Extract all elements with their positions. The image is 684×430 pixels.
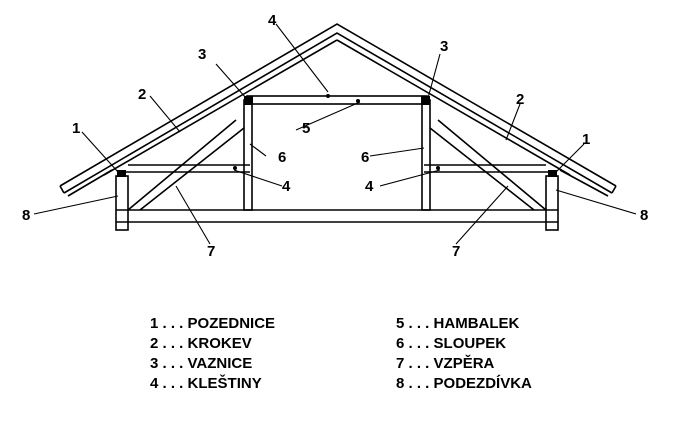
legend-dots: . . . — [158, 335, 188, 352]
legend-item: 8 . . . PODEZDÍVKA — [396, 374, 532, 394]
legend-item: 7 . . . VZPĚRA — [396, 354, 532, 374]
legend-name: KROKEV — [187, 335, 252, 352]
roof-outer-line — [59, 23, 617, 187]
callout-2-right: 2 — [516, 91, 524, 108]
legend-num: 3 — [150, 355, 159, 372]
dot-4-top — [326, 94, 330, 98]
roof-inner-line — [63, 32, 613, 194]
eave-left — [59, 169, 113, 197]
legend-item: 3 . . . VAZNICE — [150, 354, 275, 374]
leaders — [33, 23, 637, 245]
roof-rafter-line-right — [336, 39, 571, 176]
strut-left — [127, 119, 245, 211]
roof-rafter-line-left — [103, 39, 338, 176]
strut-right — [429, 119, 547, 211]
callout-8-right: 8 — [640, 207, 648, 224]
post-right — [421, 99, 431, 211]
callout-6-right: 6 — [361, 149, 369, 166]
legend-name: PODEZDÍVKA — [433, 375, 532, 392]
callout-5: 5 — [302, 120, 310, 137]
legend-item: 5 . . . HAMBALEK — [396, 314, 532, 334]
legend-item: 4 . . . KLEŠTINY — [150, 374, 275, 394]
legend-item: 2 . . . KROKEV — [150, 334, 275, 354]
legend-item: 6 . . . SLOUPEK — [396, 334, 532, 354]
legend-dots: . . . — [404, 355, 434, 372]
callout-3-left: 3 — [198, 46, 206, 63]
legend-dots: . . . — [158, 355, 188, 372]
dot-4-right — [436, 166, 440, 170]
callout-3-right: 3 — [440, 38, 448, 55]
legend-right: 5 . . . HAMBALEK 6 . . . SLOUPEK 7 . . .… — [396, 314, 532, 394]
callout-7-right: 7 — [452, 243, 460, 260]
legend-dots: . . . — [404, 335, 434, 352]
legend-dots: . . . — [158, 375, 188, 392]
callout-2-left: 2 — [138, 86, 146, 103]
callout-6-left: 6 — [278, 149, 286, 166]
legend-num: 1 — [150, 315, 159, 332]
legend-num: 8 — [396, 375, 405, 392]
callout-8-left: 8 — [22, 207, 30, 224]
legend-name: HAMBALEK — [433, 315, 520, 332]
callout-1-left: 1 — [72, 120, 80, 137]
legend-name: VZPĚRA — [433, 355, 495, 372]
dot-5 — [356, 99, 360, 103]
eave-right — [559, 169, 617, 197]
wall-plate-right — [548, 170, 557, 177]
legend-num: 4 — [150, 375, 159, 392]
callout-7-left: 7 — [207, 243, 215, 260]
legend-dots: . . . — [158, 315, 188, 332]
legend-dots: . . . — [404, 375, 434, 392]
legend-name: POZEDNICE — [187, 315, 276, 332]
callout-1-right: 1 — [582, 131, 590, 148]
collar-beam — [246, 95, 428, 105]
legend-num: 2 — [150, 335, 159, 352]
wall-plate-left — [117, 170, 126, 177]
legend-dots: . . . — [404, 315, 434, 332]
roof-truss-diagram: 1 1 2 2 3 3 4 4 4 5 6 6 7 7 8 8 — [22, 12, 648, 260]
legend-left: 1 . . . POZEDNICE 2 . . . KROKEV 3 . . .… — [150, 314, 275, 394]
legend-name: KLEŠTINY — [187, 375, 262, 392]
callout-4-left: 4 — [282, 178, 291, 195]
callout-4-top: 4 — [268, 12, 277, 29]
legend-num: 7 — [396, 355, 405, 372]
purlin-right — [421, 96, 430, 105]
purlin-left — [244, 96, 253, 105]
legend-name: SLOUPEK — [433, 335, 507, 352]
legend-name: VAZNICE — [187, 355, 253, 372]
callout-4-right: 4 — [365, 178, 374, 195]
dot-4-left — [233, 166, 237, 170]
post-left — [243, 99, 253, 211]
legend-num: 6 — [396, 335, 405, 352]
legend-item: 1 . . . POZEDNICE — [150, 314, 275, 334]
legend-num: 5 — [396, 315, 405, 332]
